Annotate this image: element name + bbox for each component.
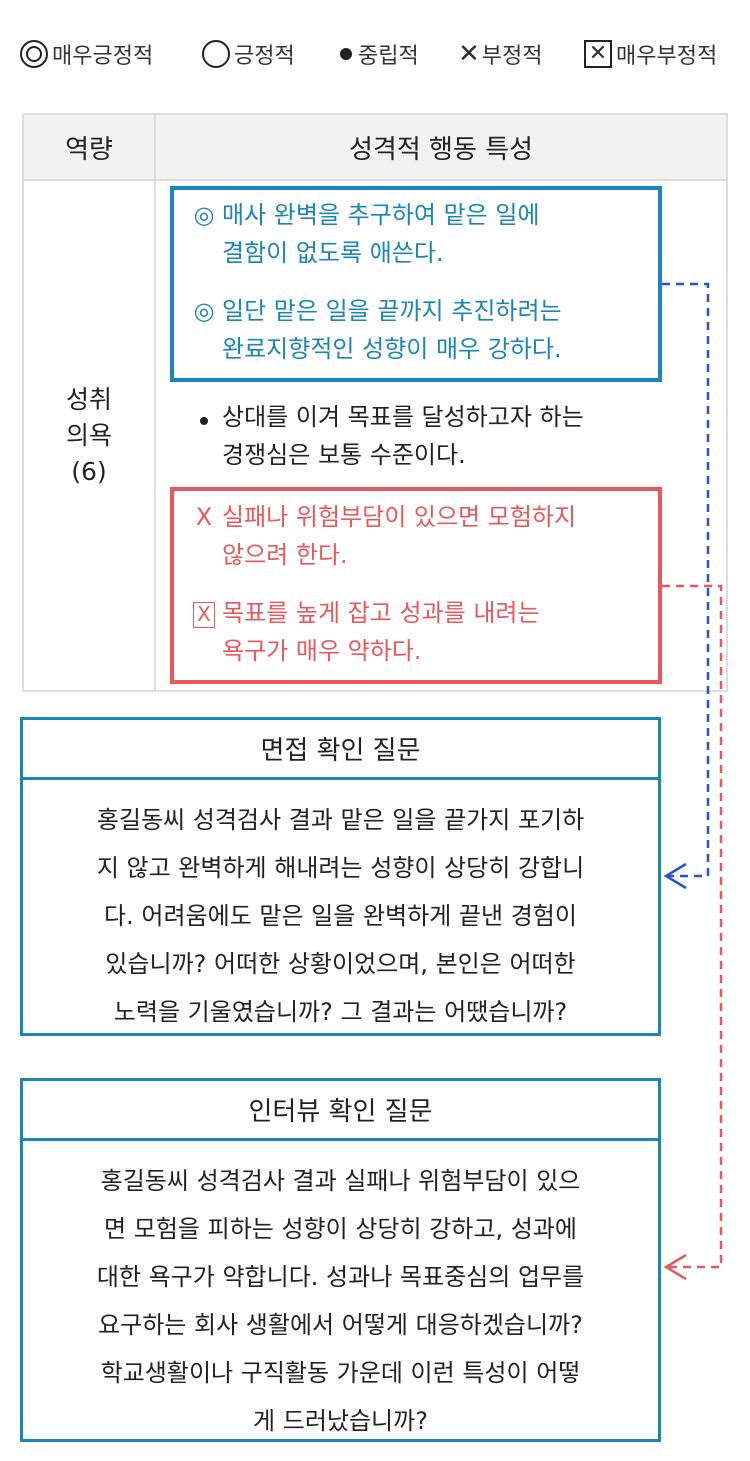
question-body: 홍길동씨 성격검사 결과 실패나 위험부담이 있으 면 모험을 피하는 성향이 … bbox=[96, 1167, 585, 1435]
neutral-dot-icon bbox=[186, 398, 222, 474]
legend-negative: ✕ 부정적 bbox=[458, 30, 543, 78]
dot-icon bbox=[340, 48, 352, 60]
red-arrowhead-icon bbox=[663, 1253, 687, 1281]
legend: 매우긍정적 긍정적 중립적 ✕ 부정적 ✕ 매우부정적 bbox=[20, 30, 730, 78]
competency-label: 성취 의욕 (6) bbox=[66, 382, 112, 490]
legend-label: 부정적 bbox=[481, 44, 543, 69]
very-positive-mark-icon: ◎ bbox=[193, 201, 215, 229]
very-positive-mark-icon: ◎ bbox=[193, 297, 215, 325]
circle-icon bbox=[202, 40, 230, 68]
legend-label: 중립적 bbox=[358, 44, 419, 69]
competency-score: (6) bbox=[71, 456, 107, 486]
very-negative-boxed-x-icon: X bbox=[186, 594, 222, 670]
double-circle-icon bbox=[20, 40, 48, 68]
interview-question-box-1: 면접 확인 질문 홍길동씨 성격검사 결과 맡은 일을 끝가지 포기하 지 않고… bbox=[20, 717, 661, 1036]
header-competency: 역량 bbox=[24, 115, 156, 179]
competency-table: 역량 성격적 행동 특성 성취 의욕 (6) bbox=[22, 113, 728, 692]
table-header: 역량 성격적 행동 특성 bbox=[24, 115, 726, 181]
legend-label: 매우긍정적 bbox=[52, 44, 154, 69]
interview-question-box-2: 인터뷰 확인 질문 홍길동씨 성격검사 결과 실패나 위험부담이 있으 면 모험… bbox=[20, 1078, 661, 1442]
legend-positive: 긍정적 bbox=[202, 30, 295, 78]
header-behavior: 성격적 행동 특성 bbox=[349, 134, 533, 165]
question-title: 면접 확인 질문 bbox=[23, 720, 658, 780]
boxed-x-icon: ✕ bbox=[584, 40, 612, 68]
question-title: 인터뷰 확인 질문 bbox=[23, 1081, 658, 1141]
legend-very-positive: 매우긍정적 bbox=[20, 30, 153, 78]
legend-label: 매우부정적 bbox=[616, 44, 718, 69]
positive-traits-box bbox=[170, 186, 662, 382]
legend-very-negative: ✕ 매우부정적 bbox=[584, 30, 717, 78]
negative-traits-box bbox=[170, 487, 662, 684]
legend-label: 긍정적 bbox=[234, 44, 295, 69]
blue-arrowhead-icon bbox=[663, 862, 687, 890]
x-icon: ✕ bbox=[458, 39, 480, 69]
negative-x-icon: X bbox=[195, 503, 213, 531]
blue-connector-line bbox=[662, 282, 710, 878]
question-body: 홍길동씨 성격검사 결과 맡은 일을 끝가지 포기하 지 않고 완벽하게 해내려… bbox=[96, 806, 585, 1026]
competency-cell: 성취 의욕 (6) bbox=[24, 181, 156, 690]
red-connector-line bbox=[662, 584, 723, 1269]
legend-neutral: 중립적 bbox=[340, 30, 419, 78]
